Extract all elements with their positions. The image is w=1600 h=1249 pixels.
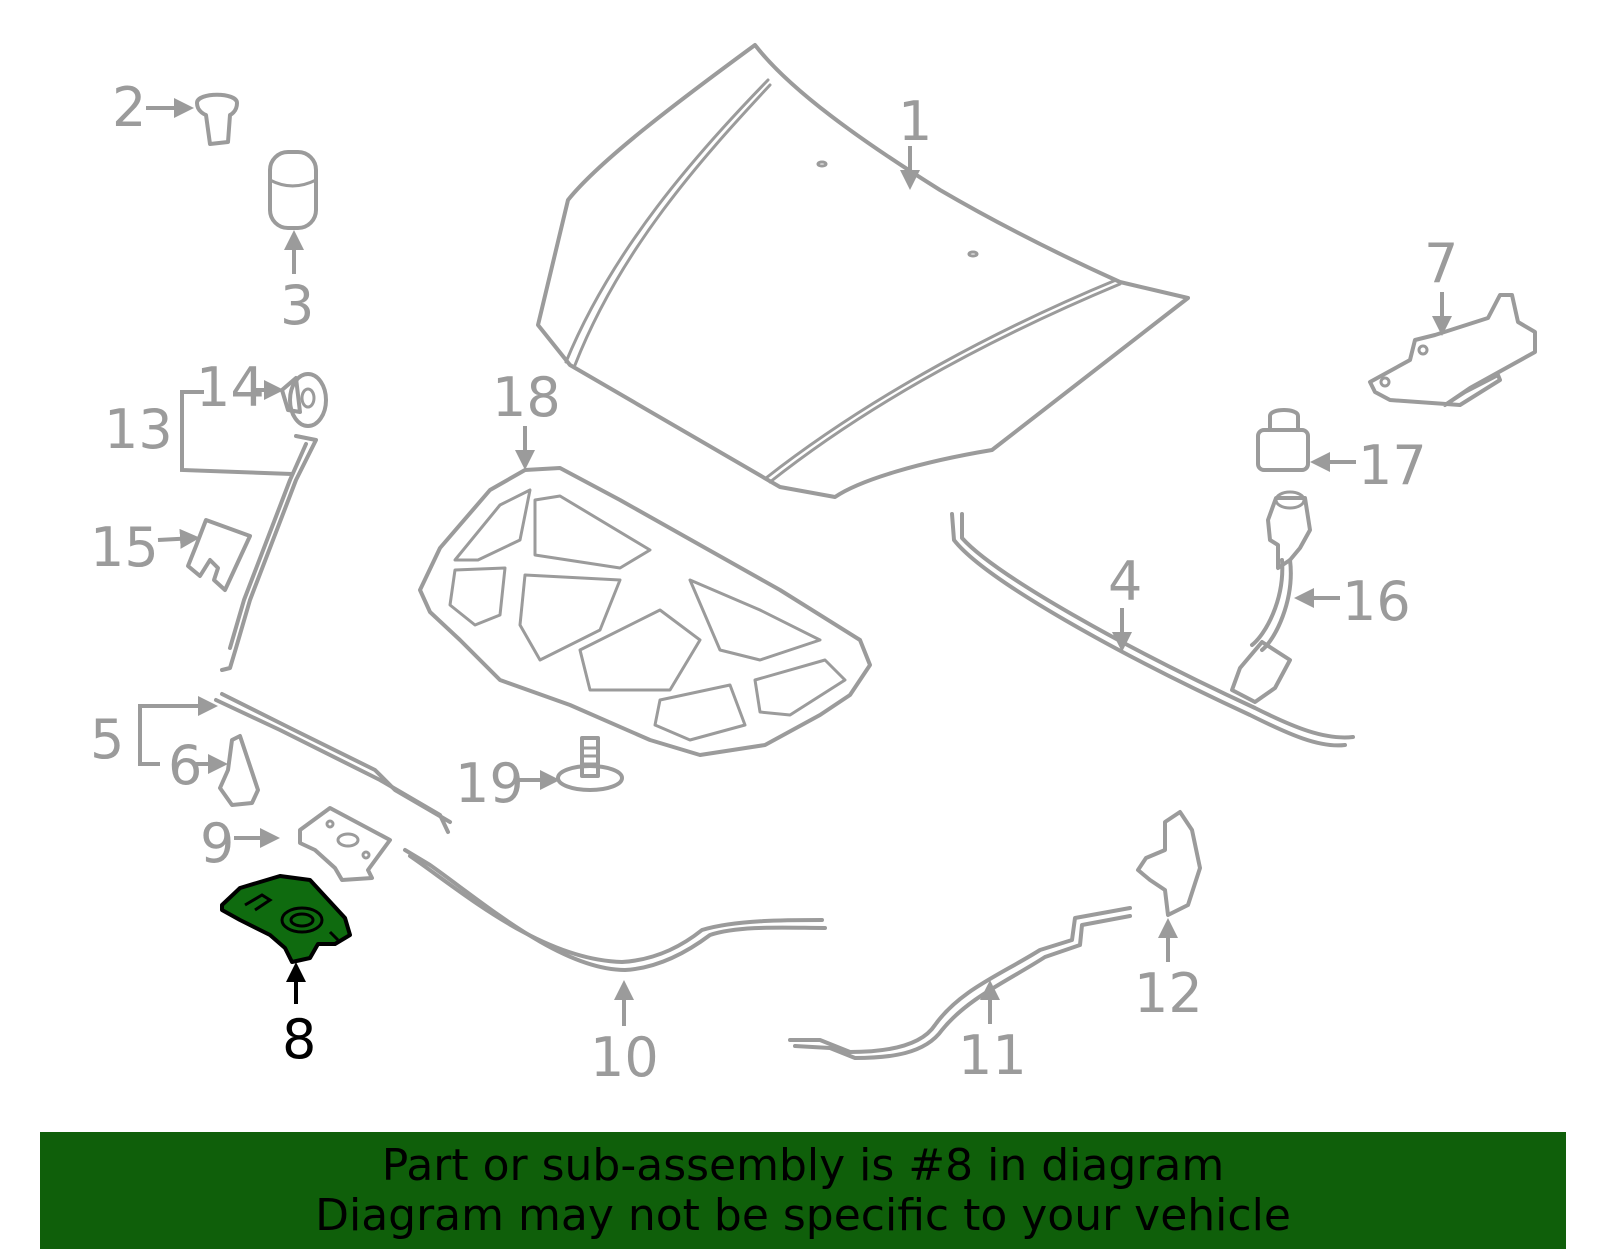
- part-5-seal[interactable]: [214, 692, 452, 834]
- callout-11: 11: [958, 1024, 1027, 1087]
- callout-16: 16: [1342, 570, 1411, 633]
- part-17-bumper[interactable]: [1256, 408, 1310, 472]
- part-16-sensor[interactable]: [1230, 490, 1312, 704]
- callout-4: 4: [1108, 550, 1142, 613]
- part-2-clip[interactable]: [195, 92, 239, 146]
- banner-line-1: Part or sub-assembly is #8 in diagram: [381, 1139, 1225, 1191]
- part-9-striker[interactable]: [298, 806, 392, 882]
- callout-6: 6: [168, 734, 202, 797]
- callout-14: 14: [196, 356, 265, 419]
- callout-1: 1: [898, 90, 932, 153]
- callout-2: 2: [112, 76, 146, 139]
- part-1-hood[interactable]: [536, 43, 1190, 499]
- part-12-handle[interactable]: [1136, 810, 1202, 917]
- part-4-weatherstrip[interactable]: [950, 512, 1355, 748]
- callout-15: 15: [90, 516, 159, 579]
- part-13-prop-rod[interactable]: [220, 434, 318, 672]
- part-7-hinge[interactable]: [1368, 293, 1537, 407]
- part-18-insulator[interactable]: [418, 466, 872, 757]
- callout-12: 12: [1134, 962, 1203, 1025]
- leader-15: [157, 528, 200, 549]
- callout-8: 8: [282, 1008, 316, 1071]
- callout-19: 19: [455, 752, 524, 815]
- callout-9: 9: [200, 812, 234, 875]
- part-3-bumper[interactable]: [268, 150, 318, 230]
- callout-13: 13: [104, 398, 173, 461]
- part-14-grommet[interactable]: [280, 372, 328, 428]
- callout-10: 10: [590, 1026, 659, 1089]
- callout-3: 3: [280, 274, 314, 337]
- part-8-latch-highlight[interactable]: [220, 874, 352, 964]
- callout-7: 7: [1424, 232, 1458, 295]
- part-11-cable[interactable]: [788, 906, 1132, 1060]
- callout-18: 18: [492, 366, 561, 429]
- info-banner: Part or sub-assembly is #8 in diagram Di…: [40, 1132, 1566, 1249]
- part-10-cable[interactable]: [403, 848, 827, 972]
- bracket-13: [180, 390, 293, 476]
- callout-17: 17: [1358, 434, 1427, 497]
- callout-5: 5: [90, 708, 124, 771]
- part-19-bolt[interactable]: [556, 736, 624, 792]
- banner-line-2: Diagram may not be specific to your vehi…: [315, 1189, 1291, 1241]
- part-6-clip[interactable]: [218, 734, 260, 807]
- part-15-clip[interactable]: [186, 518, 252, 592]
